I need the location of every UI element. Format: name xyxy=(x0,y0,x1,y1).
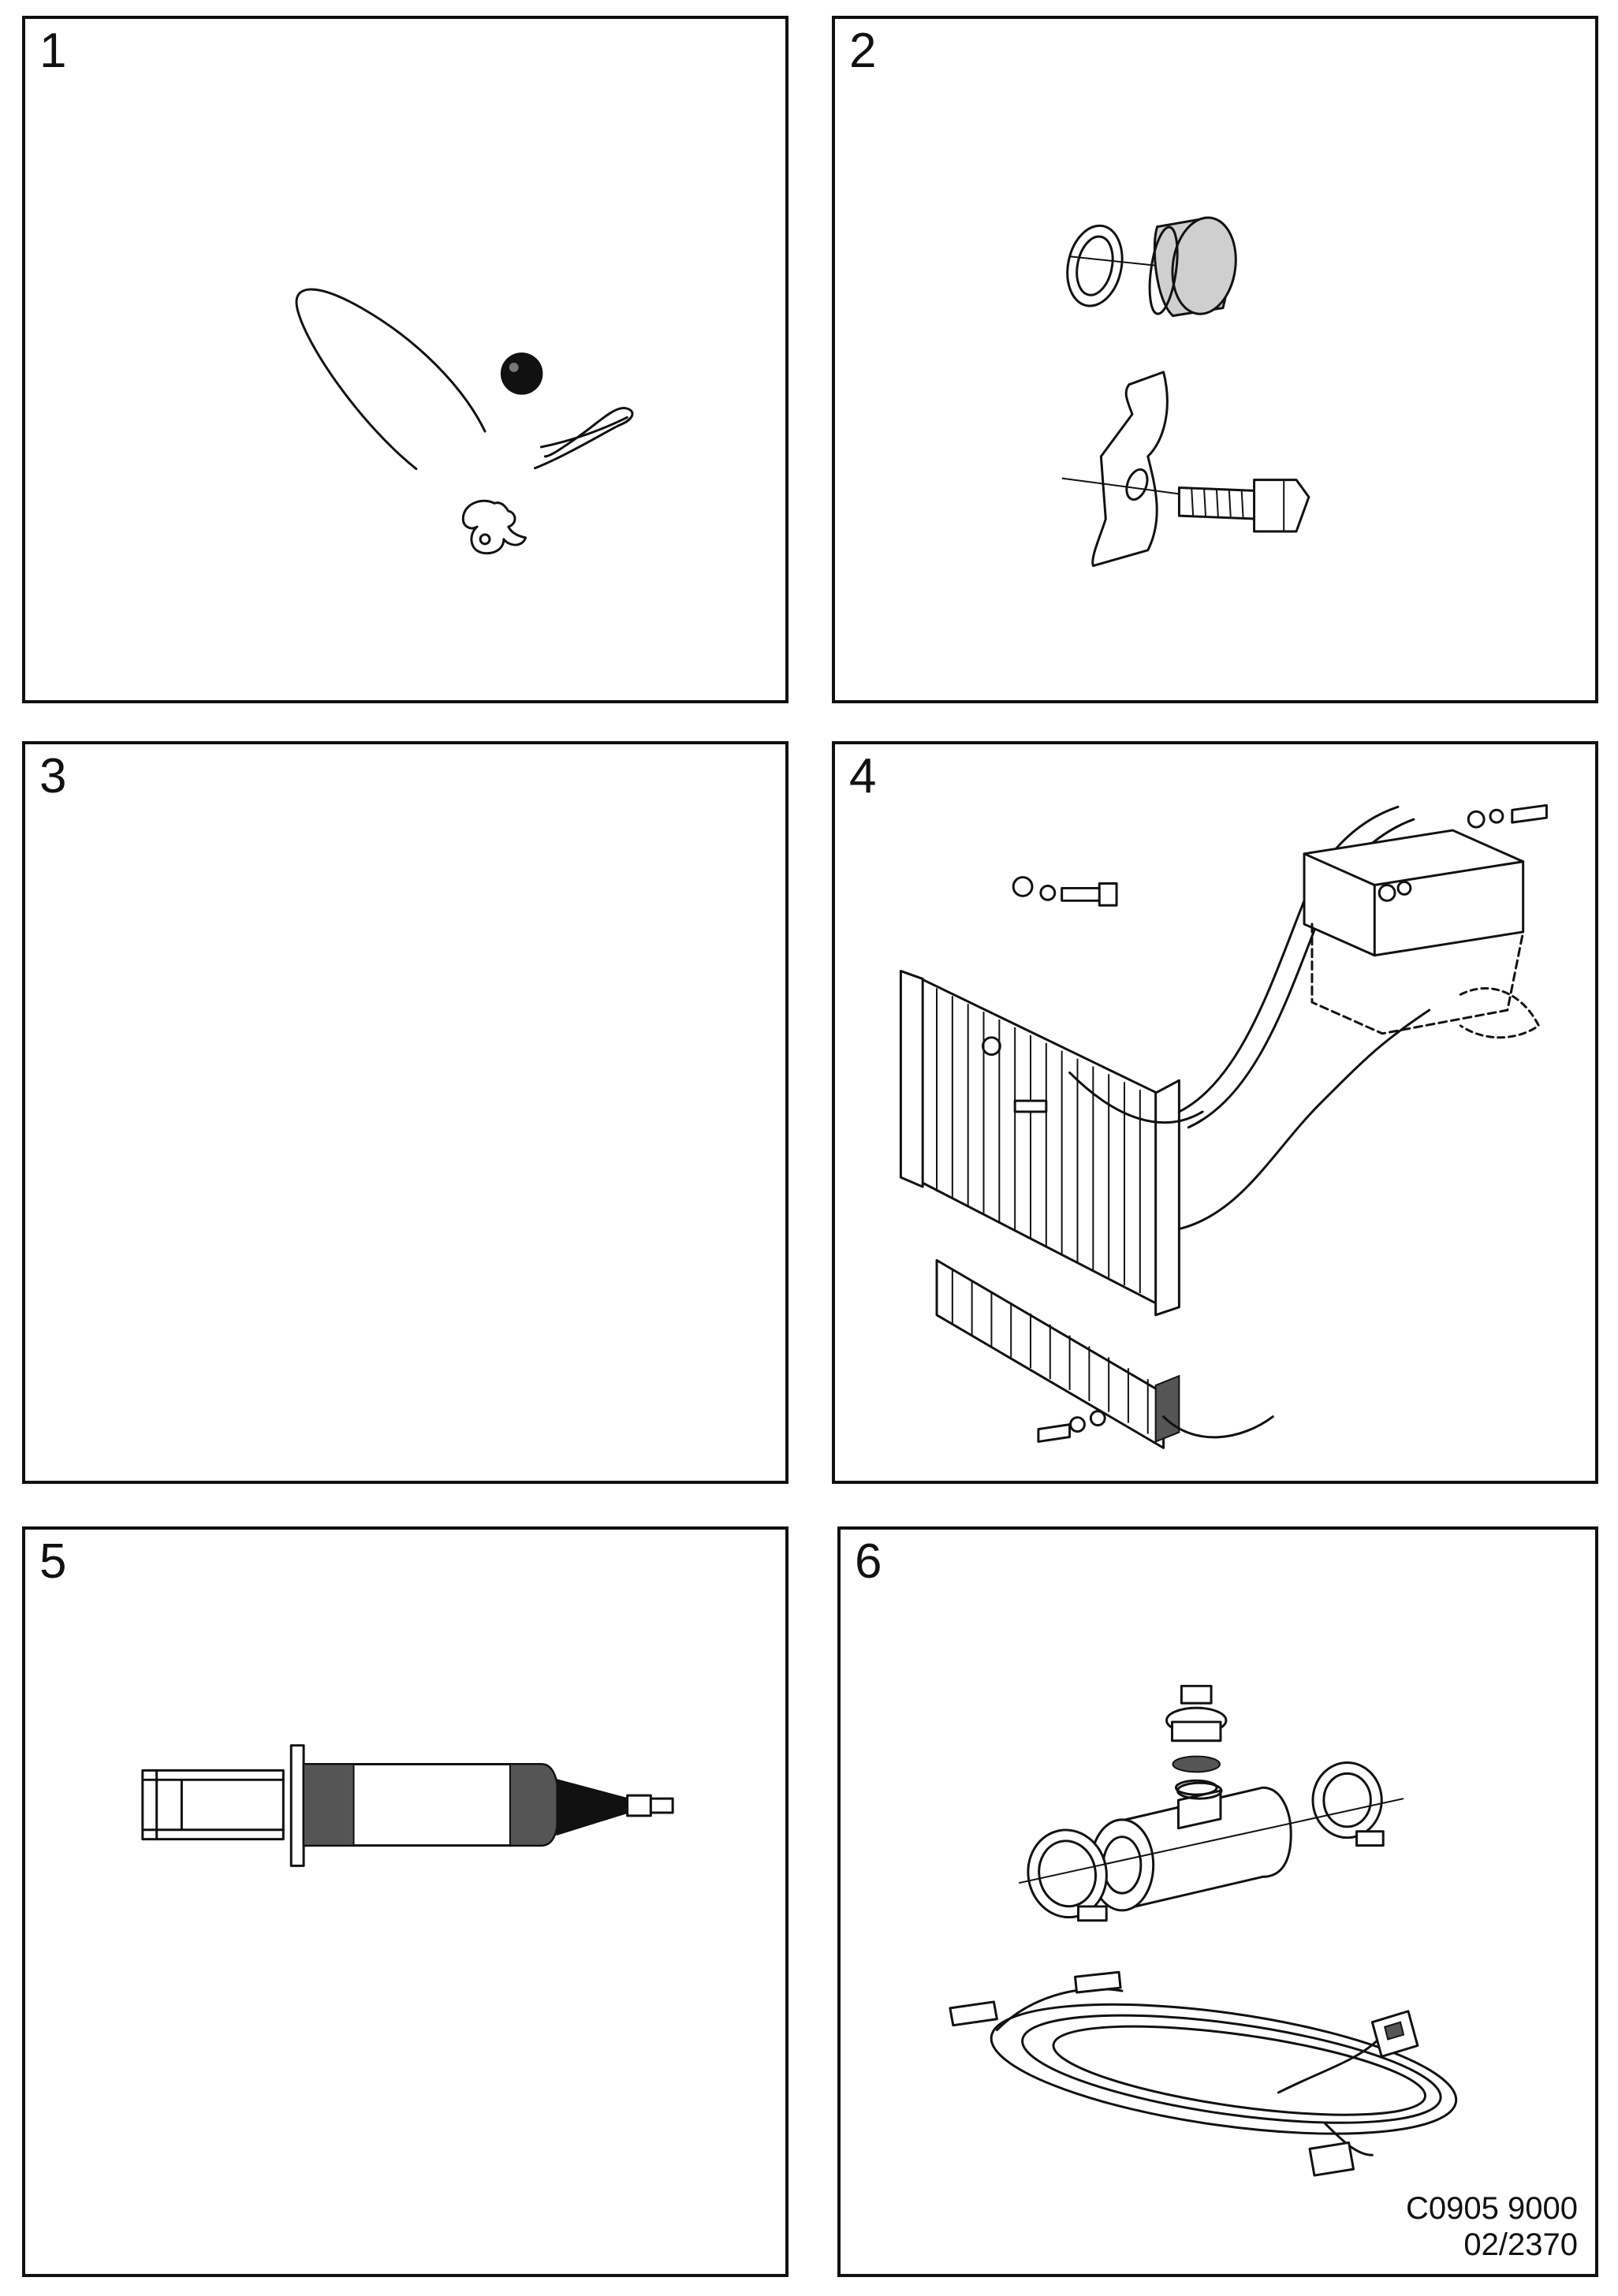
document-code: C0905 9000 02/2370 xyxy=(1406,2190,1578,2263)
panel-1-number: 1 xyxy=(39,24,67,78)
panel-5: 5 xyxy=(22,1526,788,2277)
panel-6: 6 C0905 9000 02/23 xyxy=(837,1526,1598,2277)
document-code-line-2: 02/2370 xyxy=(1463,2227,1578,2262)
panel-4: 4 xyxy=(832,741,1598,1484)
panel-1: 1 xyxy=(22,16,788,703)
document-code-line-1: C0905 9000 xyxy=(1406,2191,1578,2226)
panel-3-number: 3 xyxy=(39,749,67,803)
panel-5-number: 5 xyxy=(39,1534,67,1589)
panel-6-number: 6 xyxy=(855,1534,882,1589)
panel-2: 2 xyxy=(832,16,1598,703)
radiator-assembly-illustration xyxy=(899,803,1548,1449)
cap-and-bracket-illustration xyxy=(1061,216,1310,568)
panel-3: 3 xyxy=(22,741,788,1484)
clip-and-pin-kit-illustration xyxy=(295,288,634,555)
sealant-syringe-illustration xyxy=(141,1744,674,1867)
panel-4-number: 4 xyxy=(849,749,877,803)
sensor-tee-and-wiring-illustration xyxy=(949,1684,1458,2177)
panel-2-number: 2 xyxy=(849,24,877,78)
